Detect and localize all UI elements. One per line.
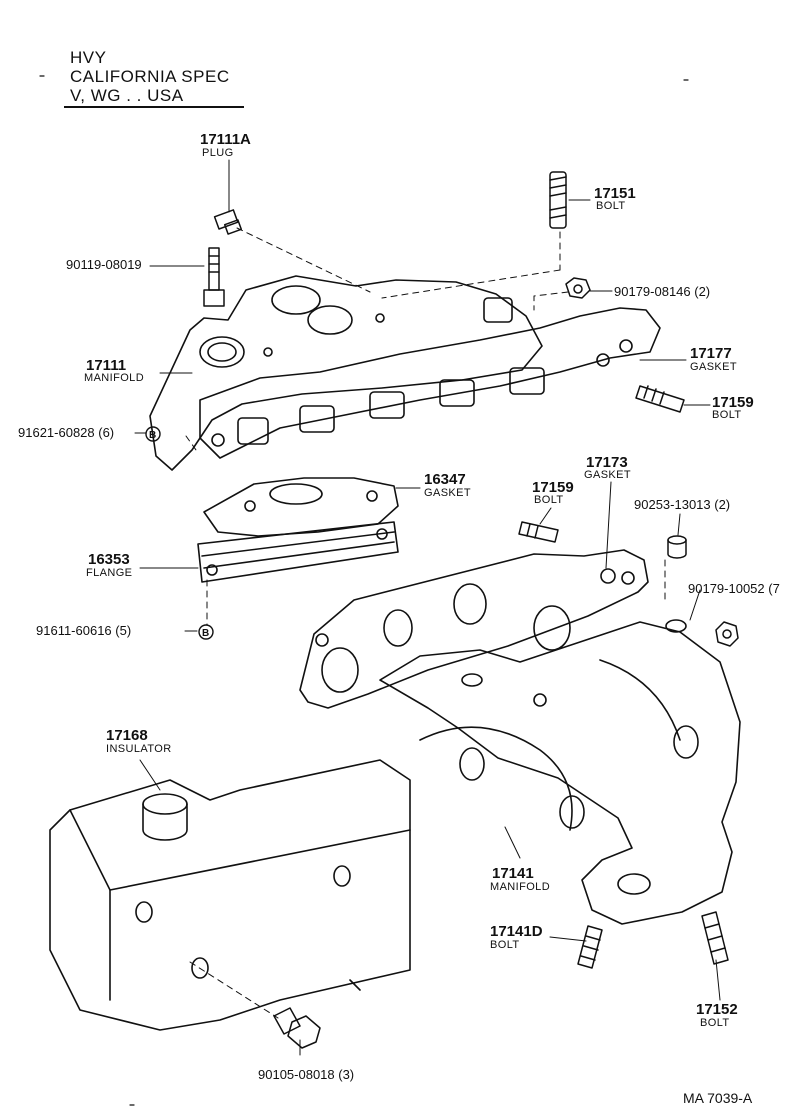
- collar-90253: [667, 535, 687, 559]
- stud-17151: [549, 171, 567, 229]
- label-17141-name: MANIFOLD: [490, 881, 551, 893]
- header-line-2: CALIFORNIA SPEC: [70, 67, 230, 86]
- bolt-90119: [203, 247, 225, 307]
- assembly-lines: [185, 227, 666, 1019]
- label-17159-b-name: BOLT: [534, 494, 564, 506]
- header-line-3: V, WG . . USA: [70, 86, 184, 105]
- label-17159-a-number: 17159: [712, 394, 754, 411]
- label-17141-number: 17141: [492, 865, 534, 882]
- intake-manifold-17111: [149, 275, 543, 471]
- label-17111a-name: PLUG: [202, 147, 234, 159]
- label-91621-number: 91621-60828 (6): [18, 425, 115, 440]
- label-17152-name: BOLT: [700, 1017, 730, 1029]
- header-underline: [64, 106, 244, 108]
- bolt-17141d: [577, 925, 603, 969]
- label-17111-name: MANIFOLD: [84, 372, 145, 384]
- label-17168-name: INSULATOR: [106, 743, 172, 755]
- label-17159-b-number: 17159: [532, 479, 574, 496]
- label-90253-number: 90253-13013 (2): [634, 497, 731, 512]
- label-17151-name: BOLT: [596, 200, 626, 212]
- label-91611-number: 91611-60616 (5): [36, 623, 132, 638]
- drawing-code: MA 7039-A: [683, 1090, 753, 1106]
- plug-17111a: [213, 209, 243, 235]
- label-16347-number: 16347: [424, 471, 466, 488]
- exhaust-manifold-17141: [379, 619, 741, 925]
- label-17177-number: 17177: [690, 345, 732, 362]
- stud-17159-b: [518, 521, 559, 543]
- gasket-17173: [299, 549, 649, 709]
- leader-lines: [134, 159, 721, 1056]
- scan-speckles: [39, 75, 689, 1106]
- label-90105-number: 90105-08018 (3): [258, 1067, 355, 1082]
- label-90179-08146-number: 90179-08146 (2): [614, 284, 711, 299]
- insulator-17168: [49, 759, 411, 1031]
- label-17168-number: 17168: [106, 727, 148, 744]
- header-line-1: HVY: [70, 48, 107, 67]
- label-16353-name: FLANGE: [86, 567, 133, 579]
- label-17177-name: GASKET: [690, 361, 738, 373]
- label-90179-10052-number: 90179-10052 (7: [688, 581, 780, 596]
- b-mark-91611: [198, 624, 214, 640]
- stud-17159-a: [635, 385, 685, 413]
- label-16347-name: GASKET: [424, 487, 472, 499]
- gasket-17177: [199, 307, 661, 459]
- flange-16353: [197, 521, 399, 583]
- label-17141d-number: 17141D: [490, 923, 543, 940]
- label-17111-number: 17111: [86, 357, 127, 374]
- bolt-17152: [701, 911, 729, 965]
- label-17173-name: GASKET: [584, 469, 632, 481]
- label-17159-a-name: BOLT: [712, 409, 742, 421]
- label-90119-number: 90119-08019: [66, 257, 142, 272]
- gasket-16347: [203, 477, 399, 537]
- label-17111a-number: 17111A: [200, 131, 251, 148]
- label-17152-number: 17152: [696, 1001, 738, 1018]
- bolt-90105: [273, 1007, 321, 1049]
- label-17141d-name: BOLT: [490, 939, 520, 951]
- b-mark-text-2: B: [202, 628, 209, 639]
- label-17151-number: 17151: [594, 185, 636, 202]
- nut-90179-08146: [565, 277, 591, 299]
- nut-90179-10052: [715, 621, 739, 647]
- label-16353-number: 16353: [88, 551, 130, 568]
- label-17173-number: 17173: [586, 454, 628, 471]
